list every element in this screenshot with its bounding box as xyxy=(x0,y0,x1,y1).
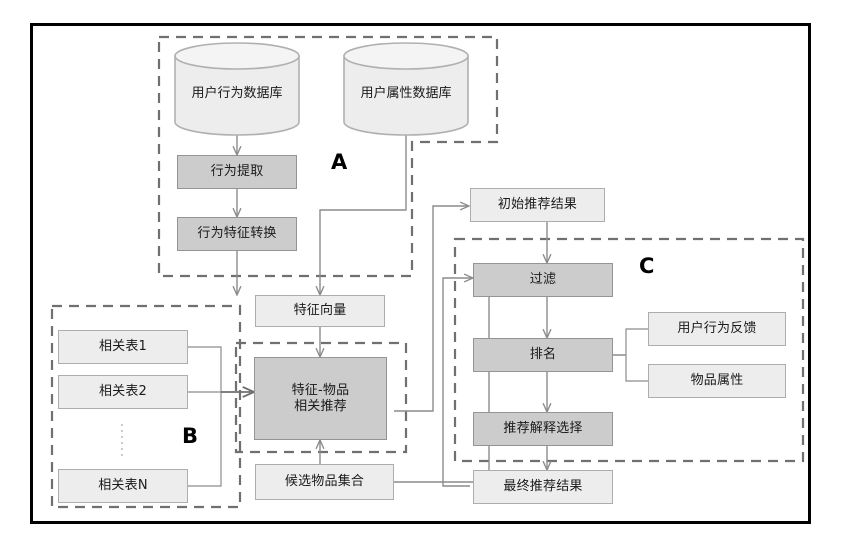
user-behavior-db-label: 用户行为数据库 xyxy=(191,86,283,101)
edge-feedback-bus xyxy=(625,328,648,355)
node-related-table-2[interactable]: 相关表2 xyxy=(58,375,188,409)
edge-itemattr-bus xyxy=(625,355,648,382)
node-item-attribute[interactable]: 物品属性 xyxy=(648,364,786,398)
node-candidate-item-set[interactable]: 候选物品集合 xyxy=(255,464,394,500)
group-a-dashed-boundary xyxy=(157,35,499,278)
user-attribute-db-label: 用户属性数据库 xyxy=(360,86,452,101)
node-related-table-1[interactable]: 相关表1 xyxy=(58,330,188,364)
node-feature-item-recommendation[interactable]: 特征-物品 相关推荐 xyxy=(254,357,387,440)
edge-recommendation-to-initialresult xyxy=(394,206,469,412)
user-attribute-db-shape xyxy=(343,42,469,136)
outer-frame xyxy=(30,23,811,524)
group-b-dashed-boundary xyxy=(50,304,242,509)
edge-finalresult-feedback-to-filter xyxy=(442,278,473,487)
group-label-a: A xyxy=(331,150,348,174)
node-initial-recommendation-result[interactable]: 初始推荐结果 xyxy=(470,188,605,222)
user-behavior-db-shape xyxy=(174,42,300,136)
group-label-c: C xyxy=(639,254,655,278)
node-behavior-feature-transform[interactable]: 行为特征转换 xyxy=(177,217,297,251)
group-c-dashed-boundary xyxy=(453,237,805,463)
node-behavior-extraction[interactable]: 行为提取 xyxy=(177,155,297,189)
edge-relatedtable1-bus xyxy=(188,346,222,392)
edge-relatedtablen-bus xyxy=(188,392,222,487)
edge-candidateset-to-filter xyxy=(394,278,490,483)
node-filter[interactable]: 过滤 xyxy=(473,263,613,297)
node-feature-vector[interactable]: 特征向量 xyxy=(255,295,385,327)
node-user-behavior-feedback[interactable]: 用户行为反馈 xyxy=(648,312,786,346)
edge-attributedb-to-featurevector xyxy=(320,133,407,295)
node-related-table-n[interactable]: 相关表N xyxy=(58,469,188,503)
group-label-b: B xyxy=(182,424,199,448)
node-recommendation-explanation-selection[interactable]: 推荐解释选择 xyxy=(473,412,613,446)
recommendation-core-dashed-boundary xyxy=(234,341,408,454)
node-ranking[interactable]: 排名 xyxy=(473,338,613,372)
node-final-recommendation-result[interactable]: 最终推荐结果 xyxy=(473,470,613,504)
